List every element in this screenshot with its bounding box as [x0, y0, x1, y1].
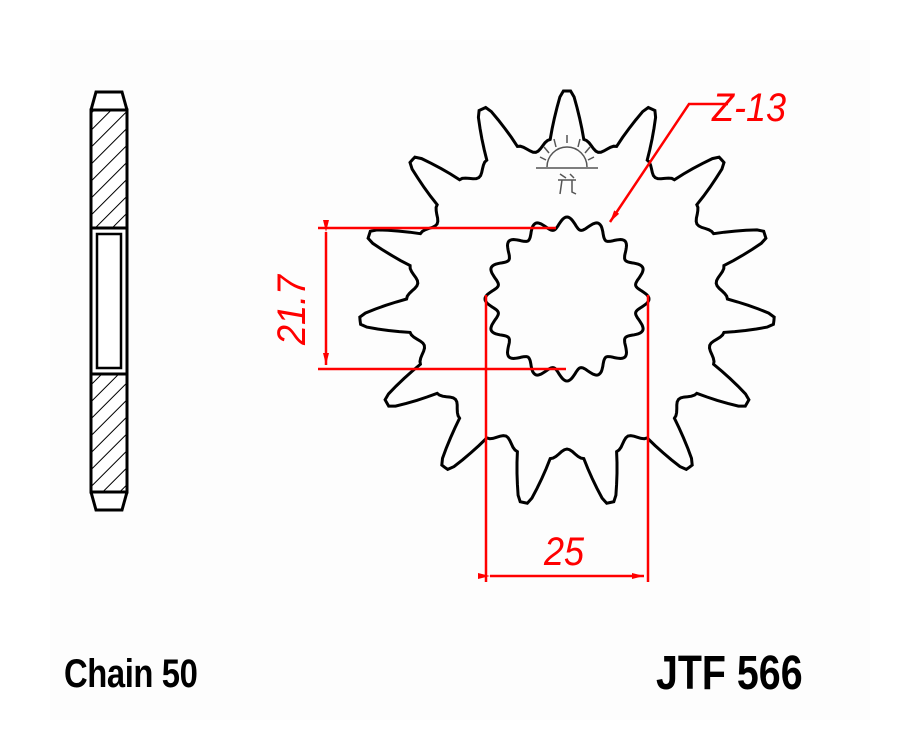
spline-height-dimension: 21.7: [270, 274, 314, 345]
spline-bore-outline: [483, 215, 651, 383]
sunrise-logo-icon: [536, 135, 598, 195]
front-view: [358, 89, 776, 505]
spline-width-dimension: 25: [544, 530, 585, 574]
dimension-lines: [318, 102, 728, 582]
chain-size-label: Chain 50: [64, 652, 198, 696]
side-profile-view: [89, 90, 129, 512]
teeth-count-label: Z-13: [712, 86, 787, 130]
part-number-label: JTF 566: [656, 647, 803, 700]
sprocket-outline: [358, 89, 776, 505]
